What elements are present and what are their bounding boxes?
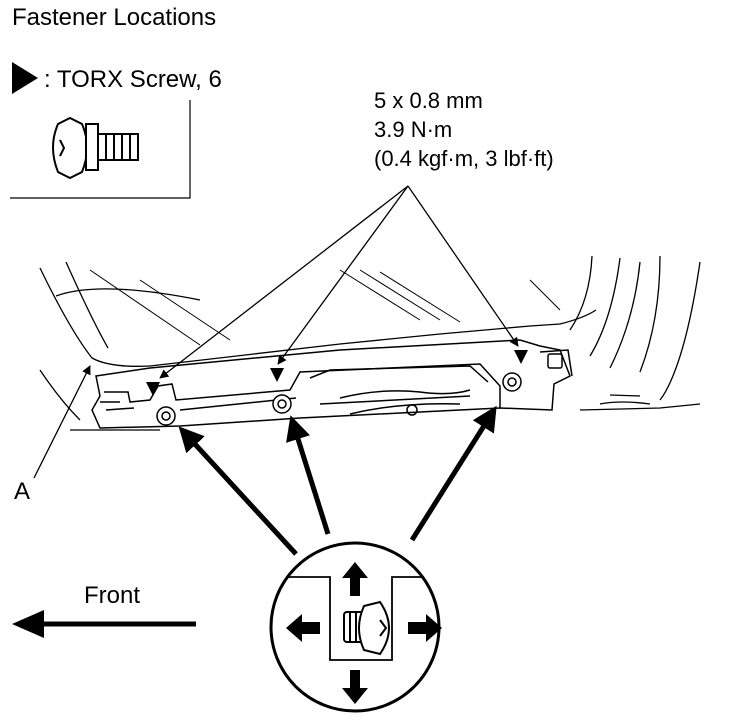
page-title: Fastener Locations (12, 4, 217, 31)
screw-marker-1 (146, 382, 160, 396)
arrow-right-icon (408, 614, 442, 642)
spec-size: 5 x 0.8 mm (374, 88, 483, 113)
arrow-up-icon (342, 562, 368, 596)
filled-triangle-marker-icon (12, 62, 38, 94)
spec-leader-lines (159, 185, 519, 379)
arrow-down-icon (342, 670, 368, 704)
arrow-left-icon (286, 614, 320, 642)
front-direction-arrow-icon (12, 610, 196, 638)
panel-screw-2 (272, 394, 292, 414)
callout-a-label: A (14, 478, 31, 505)
panel-screw-1 (156, 406, 176, 426)
trim-panel (91, 339, 573, 429)
adjust-direction-arrows (286, 562, 442, 704)
legend-label: : TORX Screw, 6 (44, 66, 222, 93)
vehicle-body-outline (39, 255, 701, 431)
glass-hatching (89, 269, 561, 346)
callout-a-leader (33, 365, 91, 479)
screw-marker-3 (514, 350, 528, 364)
screw-marker-2 (270, 368, 284, 382)
spec-torque-alt: (0.4 kgf·m, 3 lbf·ft) (374, 146, 554, 171)
detail-arrows (178, 405, 497, 556)
front-label: Front (84, 582, 141, 609)
legend-box (10, 62, 191, 199)
spec-torque-nm: 3.9 N·m (374, 117, 453, 142)
torx-screw-icon (52, 116, 139, 180)
screw-adjustment-detail-icon (269, 541, 442, 713)
panel-screw-3 (502, 372, 522, 392)
